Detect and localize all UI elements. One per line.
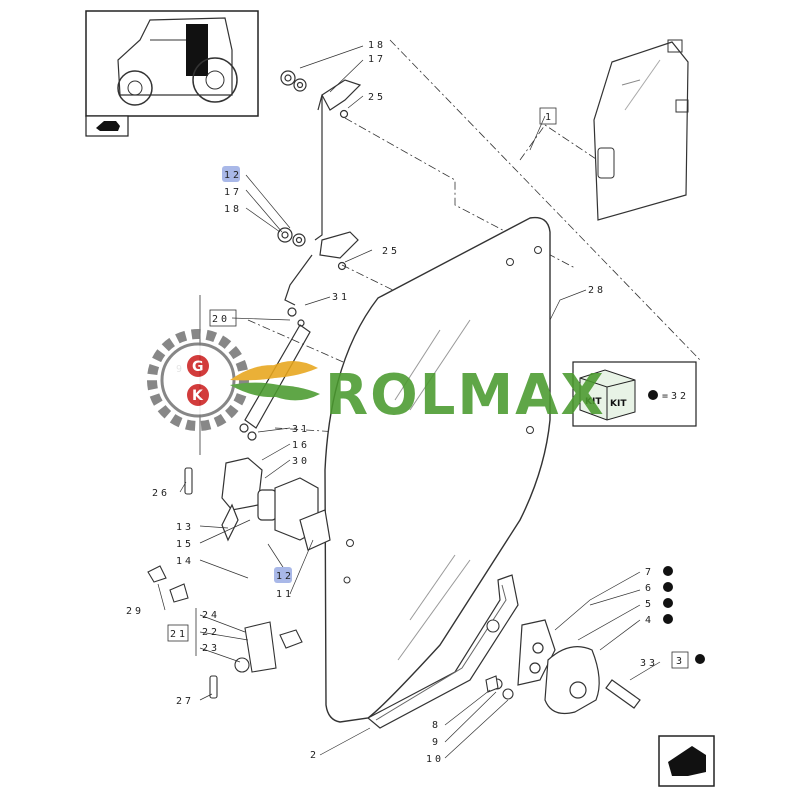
callout-11[interactable]: 11 [276, 589, 294, 600]
callout-33[interactable]: 33 [640, 658, 658, 669]
callout-16[interactable]: 16 [292, 440, 310, 451]
door-panel-thumbnail [593, 39, 689, 221]
callout-27[interactable]: 27 [176, 696, 194, 707]
callout-18[interactable]: 18 [224, 204, 242, 215]
hinge-assembly [277, 70, 362, 306]
callout-30[interactable]: 30 [292, 456, 310, 467]
callout-14[interactable]: 14 [176, 556, 194, 567]
callout-25[interactable]: 25 [382, 246, 400, 257]
callout-21[interactable]: 21 [170, 629, 188, 640]
callout-23[interactable]: 23 [202, 643, 220, 654]
callout-12[interactable]: 12 [276, 571, 294, 582]
callout-8[interactable]: 8 [432, 720, 441, 731]
watermark: G K ROLMAX [147, 329, 606, 431]
callout-28[interactable]: 28 [588, 285, 606, 296]
callout-10[interactable]: 10 [426, 754, 444, 765]
tractor-thumbnail[interactable] [85, 10, 259, 117]
door-handle [517, 619, 641, 715]
kit-label: KIT [585, 397, 602, 407]
door-glass [324, 216, 551, 723]
lock-assembly [221, 457, 331, 551]
callout-31[interactable]: 31 [332, 292, 350, 303]
watermark-k: K [192, 388, 204, 404]
callout-25[interactable]: 25 [368, 92, 386, 103]
callout-6[interactable]: 6 [645, 583, 654, 594]
kit-dot-icon [648, 390, 658, 400]
callout-9[interactable]: 9 [432, 737, 441, 748]
callout-29[interactable]: 29 [126, 606, 144, 617]
callout-26[interactable]: 26 [152, 488, 170, 499]
fasteners [147, 467, 514, 700]
callout-31[interactable]: 31 [292, 424, 310, 435]
next-page-icon[interactable] [658, 735, 715, 787]
callout-3[interactable]: 3 [676, 656, 685, 667]
callout-17[interactable]: 17 [368, 54, 386, 65]
callout-highlight [222, 166, 240, 182]
callout-7[interactable]: 7 [645, 567, 654, 578]
callout-18[interactable]: 18 [368, 40, 386, 51]
callout-12[interactable]: 12 [224, 170, 242, 181]
watermark-g: G [192, 359, 204, 375]
seal-strip [366, 574, 519, 729]
callout-2[interactable]: 2 [310, 750, 319, 761]
kit-label: KIT [610, 399, 627, 409]
callout-24[interactable]: 24 [202, 610, 220, 621]
callout-17[interactable]: 17 [224, 187, 242, 198]
kit-equals: =32 [662, 391, 689, 402]
callout-1[interactable]: 1 [545, 112, 554, 123]
callout-5[interactable]: 5 [645, 599, 654, 610]
callout-15[interactable]: 15 [176, 539, 194, 550]
callout-13[interactable]: 13 [176, 522, 194, 533]
kit-dots [663, 566, 705, 664]
navigate-back-icon[interactable] [85, 115, 129, 137]
kit-legend: KIT KIT =32 [572, 361, 697, 427]
callout-22[interactable]: 22 [202, 627, 220, 638]
watermark-text: ROLMAX [325, 363, 606, 428]
callout-20[interactable]: 20 [212, 314, 230, 325]
wheat-icon [230, 360, 320, 401]
callout-highlight [274, 567, 292, 583]
callout-4[interactable]: 4 [645, 615, 654, 626]
